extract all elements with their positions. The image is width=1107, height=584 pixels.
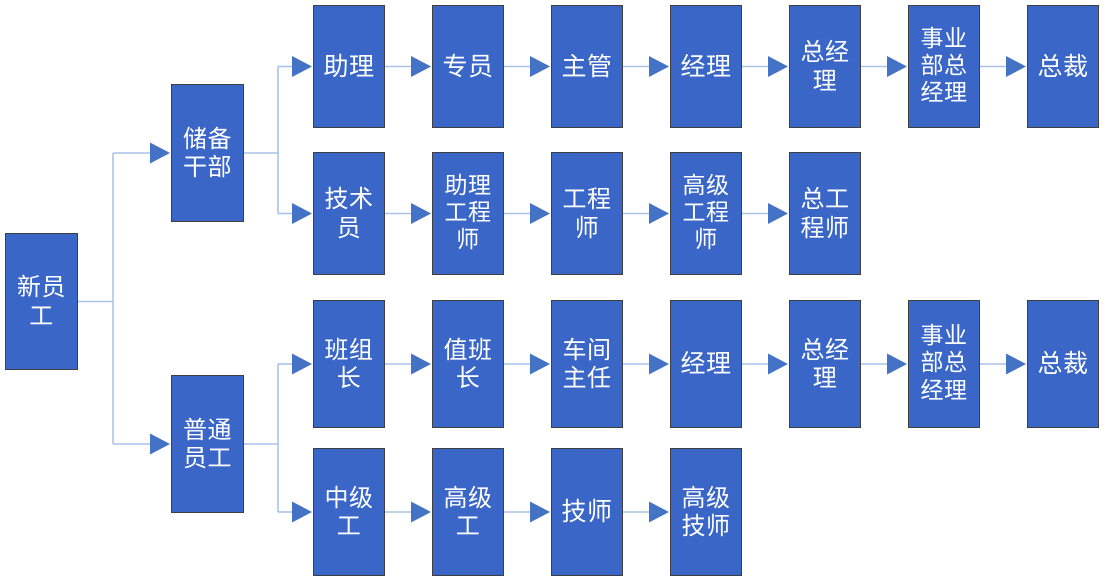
node-track3-step1[interactable]: 班组长 xyxy=(313,300,385,428)
node-track3-step5[interactable]: 总经理 xyxy=(789,300,861,428)
node-track1-step7[interactable]: 总裁 xyxy=(1027,5,1099,128)
node-track3-step7[interactable]: 总裁 xyxy=(1027,300,1099,428)
node-track2-step5[interactable]: 总工程师 xyxy=(789,152,861,275)
node-track3-step4[interactable]: 经理 xyxy=(670,300,742,428)
node-track1-step5[interactable]: 总经理 xyxy=(789,5,861,128)
node-track4-step1[interactable]: 中级工 xyxy=(313,448,385,576)
node-branch-chubeiganbu[interactable]: 储备干部 xyxy=(171,84,244,222)
node-track1-step4[interactable]: 经理 xyxy=(670,5,742,128)
node-track1-step2[interactable]: 专员 xyxy=(432,5,504,128)
node-track3-step6[interactable]: 事业部总经理 xyxy=(908,300,980,428)
node-root-xinyuangong[interactable]: 新员工 xyxy=(5,233,78,370)
node-track2-step1[interactable]: 技术员 xyxy=(313,152,385,275)
node-branch-putongyuangong[interactable]: 普通员工 xyxy=(171,375,244,513)
node-track3-step3[interactable]: 车间主任 xyxy=(551,300,623,428)
node-track2-step2[interactable]: 助理工程师 xyxy=(432,152,504,275)
node-track4-step3[interactable]: 技师 xyxy=(551,448,623,576)
node-track3-step2[interactable]: 值班长 xyxy=(432,300,504,428)
node-track4-step2[interactable]: 高级工 xyxy=(432,448,504,576)
node-track1-step1[interactable]: 助理 xyxy=(313,5,385,128)
node-track1-step3[interactable]: 主管 xyxy=(551,5,623,128)
node-track2-step4[interactable]: 高级工程师 xyxy=(670,152,742,275)
node-track4-step4[interactable]: 高级技师 xyxy=(670,448,742,576)
node-track2-step3[interactable]: 工程师 xyxy=(551,152,623,275)
node-track1-step6[interactable]: 事业部总经理 xyxy=(908,5,980,128)
